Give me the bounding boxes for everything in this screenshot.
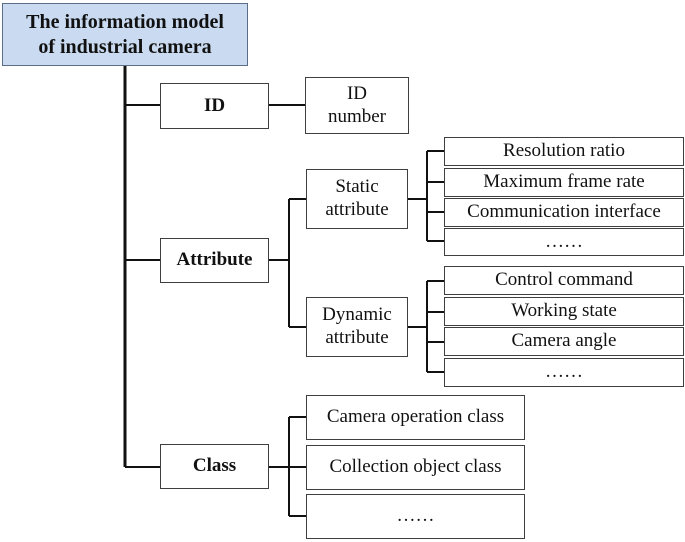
static-item-maximum-frame-rate: Maximum frame rate [444,168,684,197]
dynamic-item-working-state: Working state [444,297,684,326]
class-item-collection-object: Collection object class [306,445,525,490]
class-item-label: …… [396,505,435,527]
attribute-label: Attribute [176,249,253,271]
class-item-label: Collection object class [329,456,502,478]
static-item-label: …… [545,230,583,252]
dynamic-item-label: Working state [511,300,617,322]
attribute-node: Attribute [160,238,269,283]
id-node: ID [160,83,269,129]
id-number-label: ID number [327,82,387,127]
class-node: Class [160,444,269,489]
id-label: ID [203,94,226,116]
dynamic-item-control-command: Control command [444,266,684,295]
dynamic-item-label: …… [545,361,583,383]
static-item-ellipsis: …… [444,228,684,256]
static-item-label: Maximum frame rate [483,171,645,193]
root-node: The information model of industrial came… [2,3,248,66]
root-label: The information model of industrial came… [26,10,224,58]
static-item-label: Communication interface [467,201,661,223]
dynamic-item-label: Control command [495,269,633,291]
dynamic-item-ellipsis: …… [444,358,684,387]
class-item-camera-operation: Camera operation class [306,395,525,440]
dynamic-item-camera-angle: Camera angle [444,327,684,356]
static-item-label: Resolution ratio [503,140,625,162]
static-item-resolution-ratio: Resolution ratio [444,137,684,166]
id-number-node: ID number [305,77,409,134]
static-attribute-node: Static attribute [306,169,408,229]
class-label: Class [192,455,237,477]
dynamic-attribute-node: Dynamic attribute [306,297,408,357]
class-item-label: Camera operation class [326,406,505,428]
class-item-ellipsis: …… [306,494,525,539]
static-item-communication-interface: Communication interface [444,198,684,227]
dynamic-attribute-label: Dynamic attribute [322,304,392,348]
dynamic-item-label: Camera angle [511,330,617,352]
static-attribute-label: Static attribute [325,176,389,220]
